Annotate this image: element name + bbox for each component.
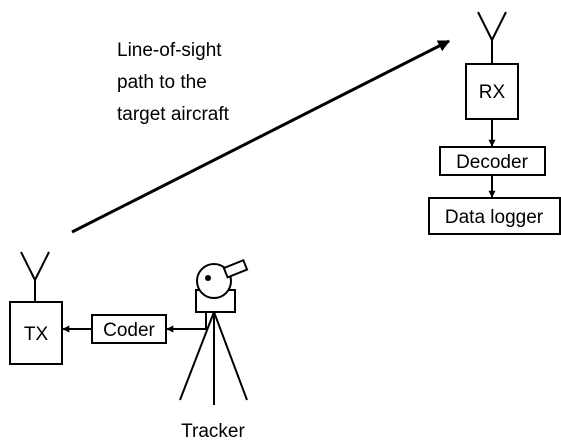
data-logger-label: Data logger	[445, 207, 544, 228]
rx-label: RX	[479, 82, 506, 103]
tracker-label: Tracker	[181, 421, 245, 442]
path-label-line-2: path to the	[117, 72, 207, 93]
tracker-icon	[179, 258, 249, 405]
line-of-sight-arrow	[71, 39, 451, 234]
tx-antenna-icon	[20, 251, 50, 302]
tx-block	[9, 301, 63, 365]
coder-label: Coder	[103, 320, 155, 341]
path-label-line-3: target aircraft	[117, 104, 230, 125]
tracker-to-coder-arrow	[166, 310, 207, 333]
path-label: Line-of-sight path to the target aircraf…	[117, 40, 230, 125]
rx-antenna-icon	[477, 11, 507, 64]
data-logger-block	[428, 197, 561, 235]
decoder-block	[439, 146, 546, 176]
coder-block	[91, 314, 167, 344]
decoder-label: Decoder	[456, 152, 528, 173]
tx-label: TX	[24, 324, 49, 345]
path-label-line-1: Line-of-sight	[117, 40, 222, 61]
